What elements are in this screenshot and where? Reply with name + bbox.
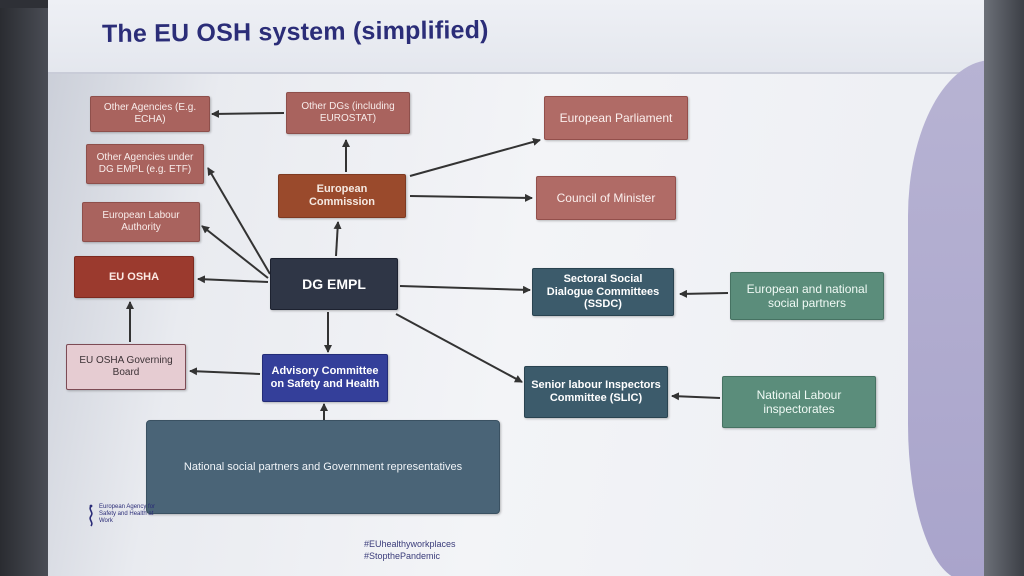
hashtag-stop-the-pandemic: #StopthePandemic xyxy=(364,551,441,562)
agency-logo: European Agency for Safety and Health at… xyxy=(86,504,161,528)
node-council-of-minister: Council of Minister xyxy=(536,176,676,220)
node-ssdc: Sectoral Social Dialogue Committees (SSD… xyxy=(532,268,674,316)
diagram-connectors xyxy=(126,109,729,422)
node-social-partners: European and national social partners xyxy=(730,272,884,320)
arrow-inspectorates-to-slic xyxy=(671,392,721,401)
node-slic: Senior labour Inspectors Committee (SLIC… xyxy=(524,366,668,418)
arrow-dgempl-to-ssdc xyxy=(399,285,531,294)
node-dg-empl: DG EMPL xyxy=(270,258,398,310)
agency-logo-icon xyxy=(89,504,93,527)
arrow-commission-to-parliament xyxy=(409,138,541,177)
screen-bezel-left xyxy=(0,0,48,576)
node-european-parliament: European Parliament xyxy=(544,96,688,140)
agency-logo-text: European Agency for Safety and Health at… xyxy=(99,504,156,524)
arrow-commission-to-council xyxy=(409,193,533,202)
node-national-labour-inspectorates: National Labour inspectorates xyxy=(722,376,876,428)
hashtags: #EUhealthyworkplaces #StopthePandemic xyxy=(364,538,456,562)
presentation-slide: The EU OSH system (simplified) xyxy=(48,0,984,576)
node-eu-osha: EU OSHA xyxy=(74,256,194,298)
arrow-dgempl-to-euosha xyxy=(197,275,269,284)
arrow-socialpartners-to-ssdc xyxy=(679,289,729,298)
arrow-dgempl-to-slic xyxy=(395,313,523,383)
arrow-dgempl-to-commission xyxy=(333,221,342,257)
node-other-dgs: Other DGs (including EUROSTAT) xyxy=(286,92,410,134)
node-national-social-partners-government: National social partners and Government … xyxy=(146,420,500,514)
node-european-labour-authority: European Labour Authority xyxy=(82,202,200,242)
arrow-otherdgs-to-agencies xyxy=(211,109,285,118)
node-other-agencies-dg-empl: Other Agencies under DG EMPL (e.g. ETF) xyxy=(86,144,204,184)
arrow-dgempl-to-ela xyxy=(201,225,269,279)
slide-header: The EU OSH system (simplified) xyxy=(48,0,984,74)
screen-bezel-right xyxy=(984,0,1024,576)
hashtag-healthy-workplaces: #EUhealthyworkplaces xyxy=(364,539,456,549)
arrow-advisory-to-board xyxy=(189,367,261,376)
arrow-dgempl-to-empl-agencies xyxy=(207,167,271,275)
decorative-wave xyxy=(908,60,984,576)
node-advisory-committee: Advisory Committee on Safety and Health xyxy=(262,354,388,402)
node-eu-osha-governing-board: EU OSHA Governing Board xyxy=(66,344,186,390)
node-other-agencies-echa: Other Agencies (E.g. ECHA) xyxy=(90,96,210,132)
node-european-commission: European Commission xyxy=(278,174,406,218)
